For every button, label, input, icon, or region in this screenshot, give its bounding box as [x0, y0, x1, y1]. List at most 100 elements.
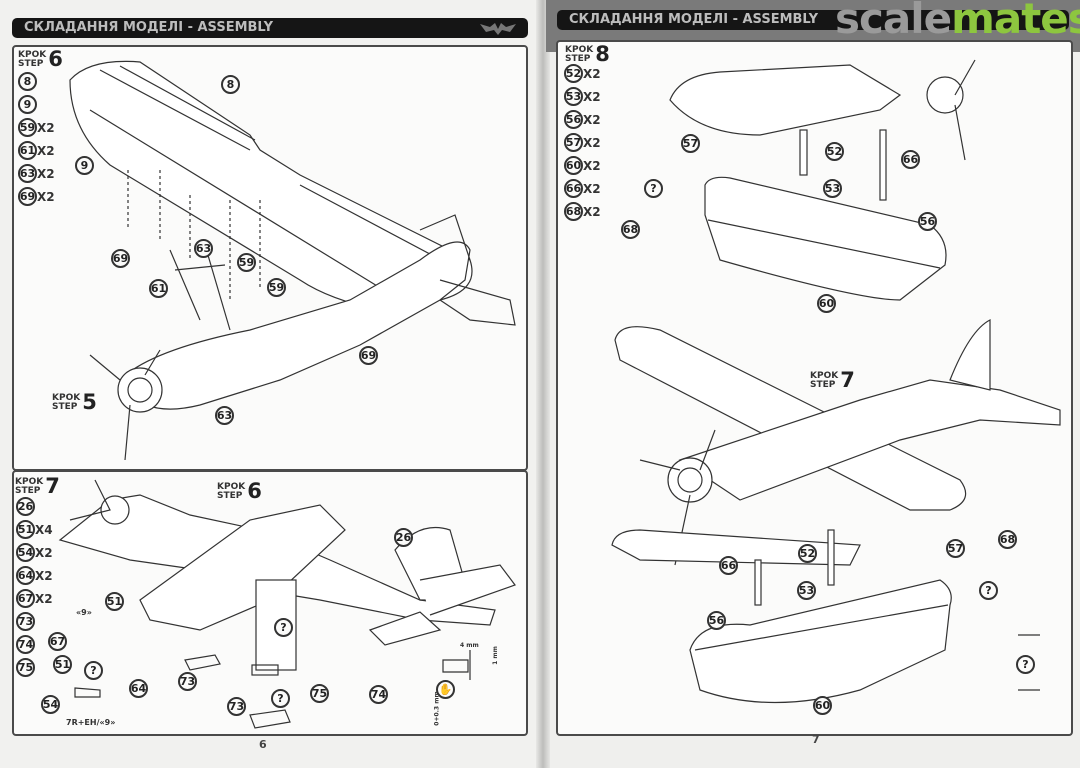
parts-list-item: 75: [16, 658, 53, 677]
part-callout: 57: [681, 134, 700, 153]
part-callout: 52: [798, 544, 817, 563]
page-number-right: 7: [812, 733, 820, 746]
left-header-bar: СКЛАДАННЯ МОДЕЛІ - ASSEMBLY: [12, 18, 528, 38]
step-number: 7: [45, 474, 60, 498]
part-callout: 67: [48, 632, 67, 651]
part-number-circle: 67: [16, 589, 35, 608]
part-number-circle: 51: [16, 520, 35, 539]
part-callout: 73: [178, 672, 197, 691]
right-header-bar: СКЛАДАННЯ МОДЕЛІ - ASSEMBLY: [557, 10, 1069, 30]
part-number-circle: 53: [564, 87, 583, 106]
part-number-circle: 64: [16, 566, 35, 585]
part-callout: 73: [227, 697, 246, 716]
part-callout: 57: [946, 539, 965, 558]
part-quantity: X2: [37, 143, 55, 158]
part-number-circle: 9: [18, 95, 37, 114]
part-quantity: X2: [583, 89, 601, 104]
step-word: KPOK: [52, 393, 81, 403]
part-number-circle: 63: [18, 164, 37, 183]
part-quantity: X2: [583, 204, 601, 219]
part-callout: 54: [41, 695, 60, 714]
part-callout: 9: [75, 156, 94, 175]
step-number: 7: [840, 368, 855, 392]
part-callout: 51: [53, 655, 72, 674]
step-number: 6: [48, 47, 63, 71]
part-callout: 53: [823, 179, 842, 198]
watermark-part1: scale: [835, 0, 952, 43]
watermark-part2: mates: [951, 0, 1080, 43]
parts-list-item: 73: [16, 612, 53, 631]
part-callout: ?: [84, 661, 103, 680]
part-quantity: X2: [583, 66, 601, 81]
part-number-circle: 8: [18, 72, 37, 91]
note-9: «9»: [76, 608, 92, 617]
part-callout: 53: [797, 581, 816, 600]
part-callout: 52: [825, 142, 844, 161]
part-callout: 59: [267, 278, 286, 297]
part-callout: 63: [215, 406, 234, 425]
step-word: KPOK: [217, 482, 246, 492]
step-number: 8: [595, 42, 610, 66]
part-quantity: X2: [35, 545, 53, 560]
part-quantity: X2: [583, 181, 601, 196]
part-callout: ?: [644, 179, 663, 198]
part-callout: 26: [394, 528, 413, 547]
part-number-circle: 61: [18, 141, 37, 160]
dimension-1mm: 1 mm: [491, 646, 499, 665]
page-gutter: [536, 0, 550, 768]
step-word-en: STEP: [52, 402, 78, 412]
step-word: KPOK: [810, 371, 839, 381]
part-callout: 68: [621, 220, 640, 239]
step-word-en: STEP: [217, 491, 243, 501]
note-decal-mix: 7R+EH/«9»: [66, 718, 116, 727]
parts-list-item: 9: [18, 95, 55, 114]
part-callout: 68: [998, 530, 1017, 549]
part-number-circle: 75: [16, 658, 35, 677]
step-number: 5: [82, 390, 97, 414]
part-number-circle: 60: [564, 156, 583, 175]
part-callout: 8: [221, 75, 240, 94]
dimension-4mm: 4 mm: [460, 642, 479, 649]
part-number-circle: 59: [18, 118, 37, 137]
part-callout: ?: [274, 618, 293, 637]
part-quantity: X2: [583, 135, 601, 150]
part-number-circle: 26: [16, 497, 35, 516]
part-quantity: X2: [583, 112, 601, 127]
page-number-left: 6: [259, 738, 267, 751]
hand-glue-icon: ✋: [436, 680, 455, 699]
part-callout: 63: [194, 239, 213, 258]
part-number-circle: 52: [564, 64, 583, 83]
part-number-circle: 69: [18, 187, 37, 206]
part-callout: 64: [129, 679, 148, 698]
part-number-circle: 66: [564, 179, 583, 198]
part-number-circle: 54: [16, 543, 35, 562]
step-word: KPOK: [18, 50, 47, 60]
part-number-circle: 73: [16, 612, 35, 631]
part-callout: ?: [271, 689, 290, 708]
part-callout: 69: [359, 346, 378, 365]
part-quantity: X4: [35, 522, 53, 537]
step-word-en: STEP: [18, 59, 44, 69]
part-callout: 75: [310, 684, 329, 703]
part-callout: 60: [813, 696, 832, 715]
parts-list-item: 8: [18, 72, 55, 91]
part-quantity: X2: [37, 120, 55, 135]
header-title: СКЛАДАННЯ МОДЕЛІ - ASSEMBLY: [24, 20, 274, 35]
step-word: KPOK: [15, 477, 44, 487]
